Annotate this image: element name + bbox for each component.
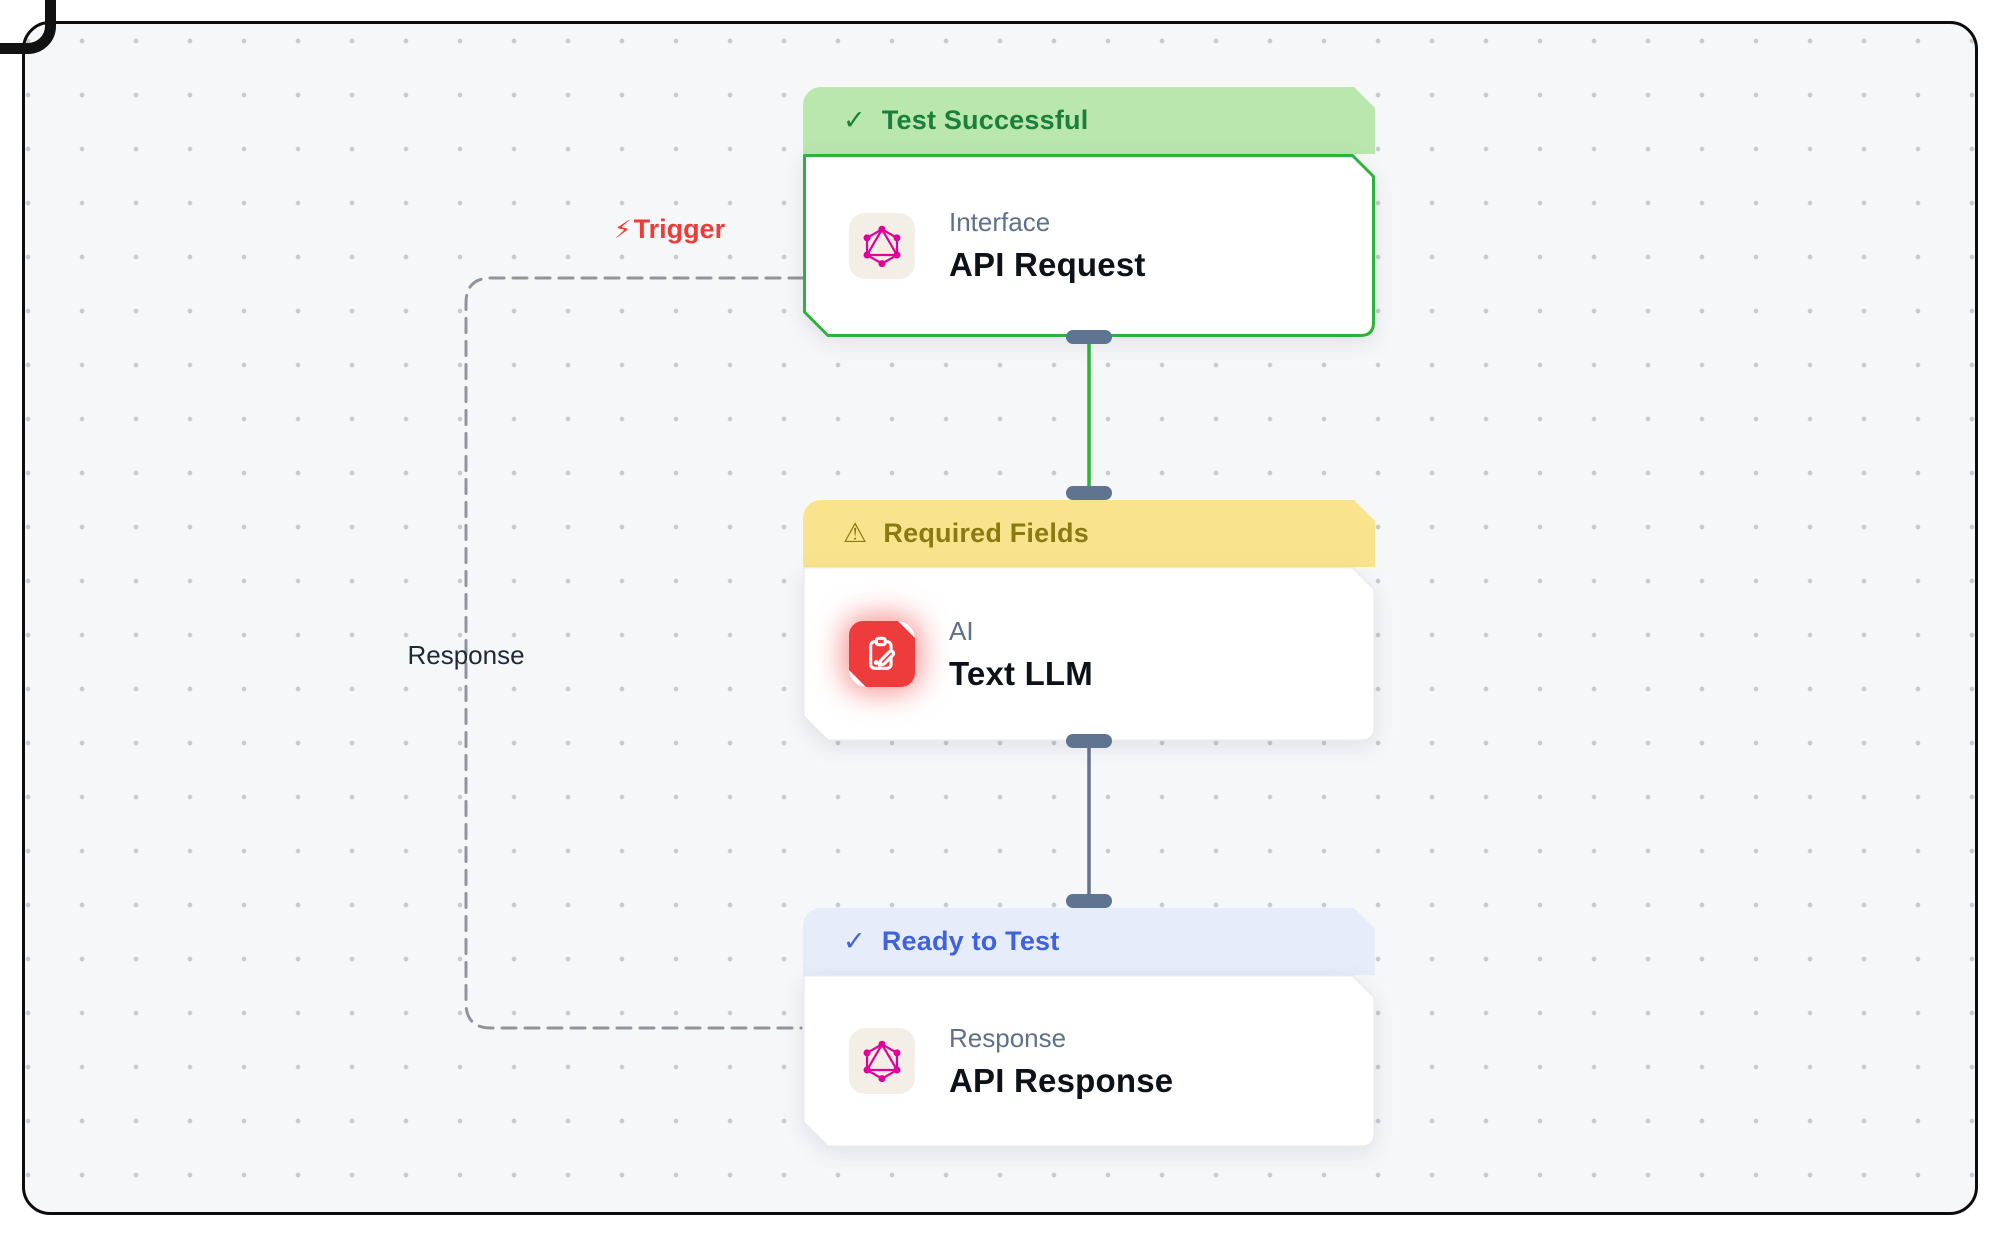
node-category: AI	[949, 615, 974, 646]
node-api-request[interactable]: ✓ Test Successful	[803, 87, 1375, 344]
check-icon: ✓	[843, 926, 866, 956]
outer-frame-corner	[0, 0, 56, 54]
node-title: API Request	[949, 246, 1146, 283]
card-outline	[803, 975, 1375, 1147]
graphql-icon	[849, 212, 915, 279]
card-outline	[803, 567, 1375, 741]
trigger-label: ⚡ Trigger	[614, 214, 725, 245]
node-category: Interface	[949, 207, 1051, 237]
warning-icon: ⚠	[843, 518, 868, 549]
graphql-icon	[849, 1028, 915, 1094]
status-text: Ready to Test	[881, 926, 1060, 956]
node-title: API Response	[949, 1061, 1174, 1099]
input-port[interactable]	[1066, 894, 1112, 908]
node-card[interactable]: Response API Response	[803, 975, 1375, 1147]
node-title: Text LLM	[949, 654, 1093, 692]
trigger-label-text: Trigger	[633, 214, 726, 244]
output-port[interactable]	[1066, 330, 1112, 344]
response-edge-label: Response	[407, 640, 525, 670]
card-outline	[803, 154, 1375, 337]
node-category: Response	[949, 1022, 1067, 1053]
output-port[interactable]	[1066, 734, 1112, 748]
lightning-bolt-icon: ⚡	[614, 215, 632, 244]
input-port[interactable]	[1066, 486, 1112, 500]
node-card[interactable]: AI Text LLM	[803, 567, 1375, 741]
node-card[interactable]: Interface API Request	[803, 154, 1375, 337]
status-banner-required-fields: ⚠ Required Fields	[803, 500, 1375, 567]
status-banner-ready-to-test: ✓ Ready to Test	[803, 908, 1375, 975]
status-text: Required Fields	[883, 518, 1089, 548]
clipboard-edit-icon	[849, 621, 915, 687]
status-text: Test Successful	[881, 105, 1089, 135]
status-banner-test-successful: ✓ Test Successful	[803, 87, 1375, 154]
check-icon: ✓	[843, 105, 866, 135]
node-api-response[interactable]: ✓ Ready to Test	[803, 894, 1375, 1147]
node-text-llm[interactable]: ⚠ Required Fields AI Text LLM	[803, 486, 1375, 748]
